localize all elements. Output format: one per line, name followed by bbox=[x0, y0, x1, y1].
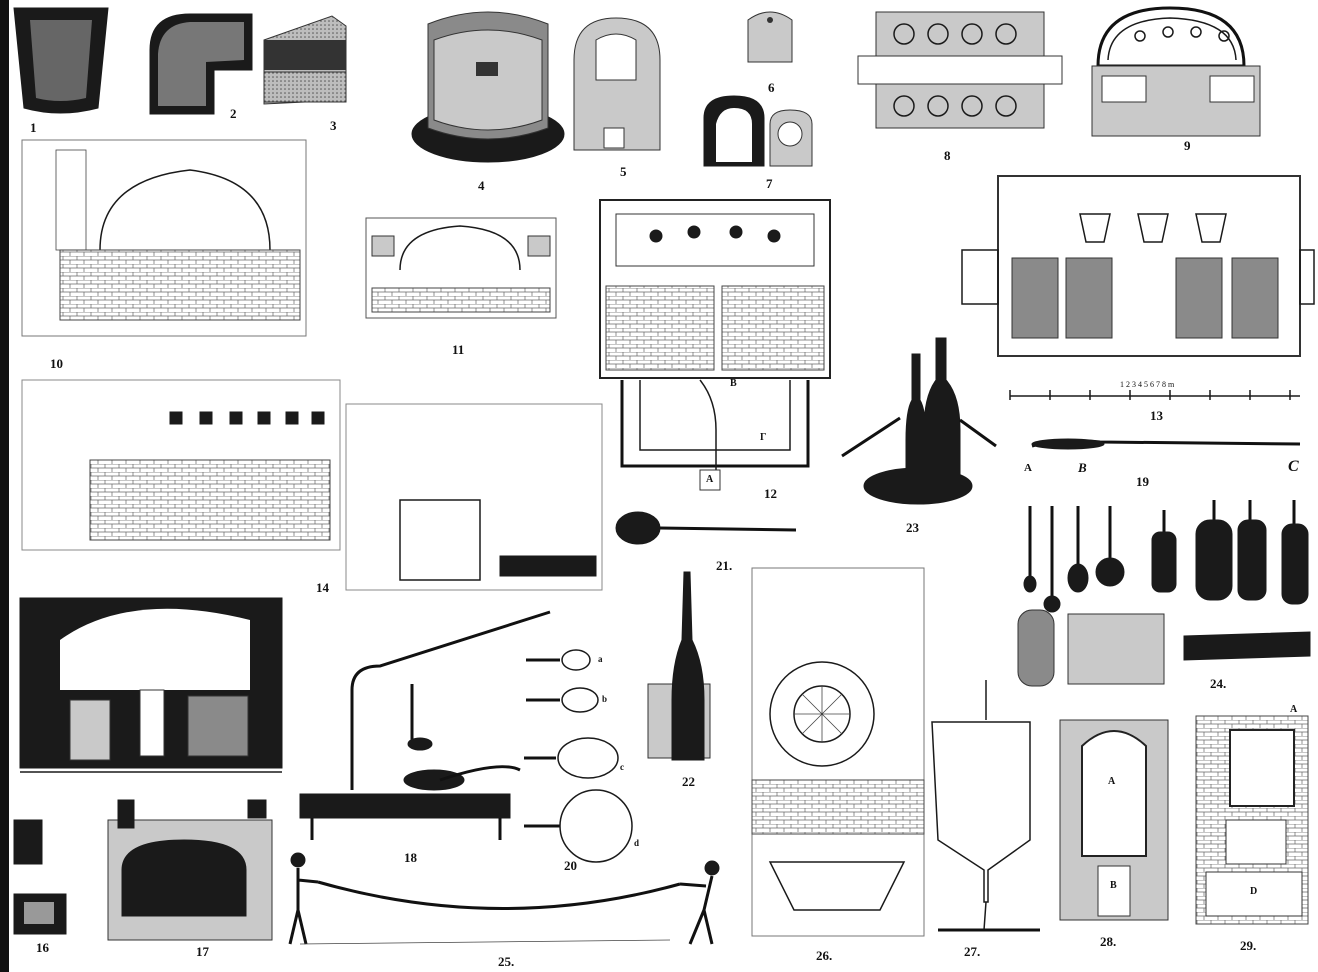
figure-number: 2 bbox=[230, 106, 237, 121]
figure-16-furnace-section bbox=[13, 597, 283, 935]
figure-number: 24. bbox=[1210, 676, 1227, 691]
figure-13-furnace-section bbox=[961, 175, 1315, 400]
fig20-letter: b bbox=[602, 694, 608, 704]
figure-28-lehr bbox=[1059, 719, 1169, 921]
figure-number: 23 bbox=[906, 520, 919, 535]
figure-number: 8 bbox=[944, 148, 951, 163]
fig12-letter: A bbox=[706, 474, 714, 485]
figure-26-machine bbox=[751, 567, 925, 937]
figure-17-kiln bbox=[107, 799, 273, 941]
figure-number: 28. bbox=[1100, 934, 1117, 949]
figure-25-glassblowers bbox=[288, 852, 720, 945]
figure-23-bottles-stand bbox=[841, 337, 997, 505]
figure-12-regenerative-furnace bbox=[599, 199, 831, 491]
figure-number: 4 bbox=[478, 178, 485, 193]
figure-27-funnel bbox=[931, 680, 1040, 932]
figure-number: 16 bbox=[36, 940, 49, 955]
figure-14-furnace-front bbox=[21, 379, 603, 591]
figure-7-arches bbox=[703, 95, 813, 167]
fig19-letter: A bbox=[1024, 462, 1032, 474]
figure-number: 29. bbox=[1240, 938, 1257, 953]
figure-8-furnace-plan bbox=[857, 11, 1063, 129]
fig12-letter: B bbox=[730, 378, 737, 389]
figure-number: 17 bbox=[196, 944, 209, 959]
fig29-letter: A bbox=[1290, 704, 1298, 715]
figure-number: 26. bbox=[816, 948, 833, 963]
fig20-letter: c bbox=[620, 762, 624, 772]
figure-number: 10 bbox=[50, 356, 63, 371]
figure-4-melting-pot bbox=[411, 11, 565, 163]
scan-edge bbox=[0, 0, 9, 972]
figure-number: 21. bbox=[716, 558, 733, 573]
figure-2-covered-pot bbox=[149, 13, 253, 115]
fig29-letter: D bbox=[1250, 886, 1258, 897]
figure-number: 27. bbox=[964, 944, 981, 959]
fig28-letter: B bbox=[1110, 880, 1117, 891]
figure-number: 14 bbox=[316, 580, 329, 595]
figure-number: 1 bbox=[30, 120, 37, 135]
figure-number: 5 bbox=[620, 164, 627, 179]
figure-number: 20 bbox=[564, 858, 577, 873]
figure-number: 12 bbox=[764, 486, 777, 501]
figure-number: 3 bbox=[330, 118, 337, 133]
fig13-scale-label: 1 2 3 4 5 6 7 8 m bbox=[1120, 380, 1175, 389]
figure-5-arch-front bbox=[573, 17, 661, 151]
figure-6-plug bbox=[747, 11, 793, 63]
figure-3-block bbox=[263, 15, 347, 105]
figure-number: 25. bbox=[498, 954, 515, 969]
figure-22-mould bbox=[647, 571, 711, 761]
figure-1-crucible bbox=[13, 7, 109, 114]
figure-number: 7 bbox=[766, 176, 773, 191]
figure-11-furnace-section bbox=[365, 217, 557, 319]
figure-number: 11 bbox=[452, 342, 465, 357]
figure-18-press bbox=[299, 610, 551, 840]
figure-number: 9 bbox=[1184, 138, 1191, 153]
figure-21-gather bbox=[615, 511, 797, 545]
figure-number: 13 bbox=[1150, 408, 1163, 423]
fig28-letter: A bbox=[1108, 776, 1116, 787]
figure-29-furnace-section bbox=[1195, 715, 1309, 925]
fig19-letter: C bbox=[1288, 458, 1299, 475]
figure-19-pipe bbox=[1031, 438, 1301, 450]
figure-number: 18 bbox=[404, 850, 417, 865]
figure-10-furnace-elevation bbox=[21, 139, 307, 337]
figure-9-furnace-section bbox=[1091, 6, 1261, 137]
figure-number: 19 bbox=[1136, 474, 1149, 489]
fig20-letter: a bbox=[598, 654, 603, 664]
figure-number: 22 bbox=[682, 774, 695, 789]
fig12-letter: Г bbox=[760, 432, 767, 443]
fig20-letter: d bbox=[634, 838, 640, 848]
figure-20-bulbs bbox=[524, 649, 633, 863]
figure-24-tools bbox=[1017, 500, 1311, 687]
figure-number: 6 bbox=[768, 80, 775, 95]
fig19-letter: B bbox=[1078, 460, 1087, 475]
